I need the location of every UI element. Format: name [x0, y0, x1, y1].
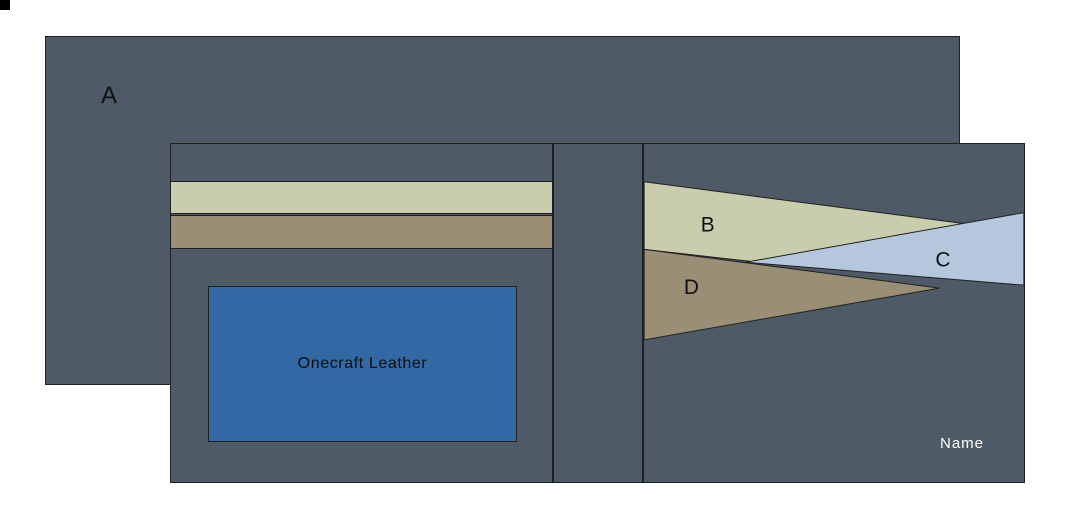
- stripe-sage: [170, 181, 553, 214]
- brand-patch: Onecraft Leather: [208, 286, 517, 442]
- band-c-shape: [745, 212, 1024, 286]
- panel-a-label: A: [101, 82, 118, 109]
- stripe-tan: [170, 215, 553, 249]
- corner-mark: [0, 0, 10, 10]
- band-c-label: C: [935, 248, 951, 271]
- band-d-shape: [644, 248, 940, 341]
- band-b-label: B: [701, 213, 715, 236]
- spine-panel: [553, 143, 643, 483]
- bands-drawing: B C D: [644, 181, 1024, 341]
- band-d-label: D: [684, 276, 700, 299]
- front-right-panel: B C D Name: [643, 143, 1025, 483]
- brand-patch-label: Onecraft Leather: [297, 355, 428, 372]
- name-tag: Name: [939, 435, 984, 452]
